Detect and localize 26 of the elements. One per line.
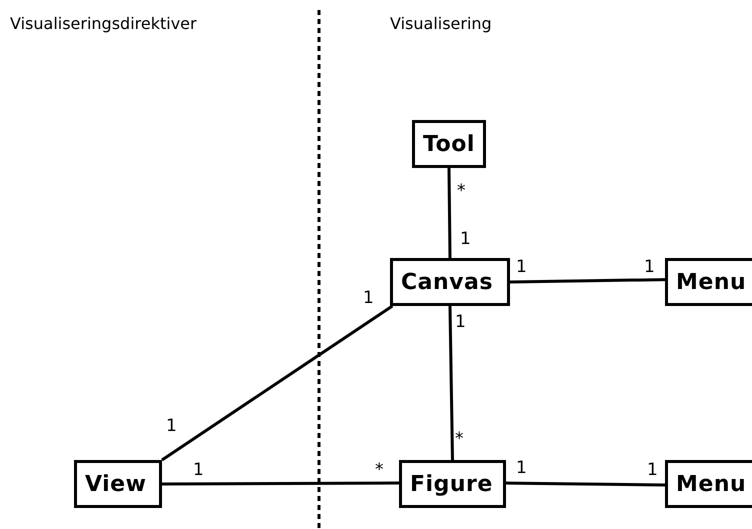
association-line (448, 306, 454, 460)
multiplicity-label: * (457, 183, 466, 200)
section-heading: Visualisering (390, 16, 492, 32)
association-line (161, 304, 394, 462)
class-box: Figure (399, 460, 506, 508)
multiplicity-label: 1 (363, 290, 374, 307)
class-box: Canvas (390, 258, 510, 306)
multiplicity-label: 1 (516, 259, 527, 276)
association-line (162, 482, 399, 486)
class-box: Tool (412, 120, 486, 168)
multiplicity-label: 1 (193, 462, 204, 479)
association-line (506, 482, 666, 486)
association-line (510, 278, 666, 284)
multiplicity-label: 1 (166, 418, 177, 435)
section-heading: Visualiseringsdirektiver (10, 16, 197, 32)
multiplicity-label: 1 (460, 231, 471, 248)
class-box: Menu (665, 258, 752, 306)
class-box: Menu (665, 460, 752, 508)
association-line (448, 168, 452, 258)
multiplicity-label: * (375, 462, 384, 479)
class-box: View (74, 460, 162, 508)
multiplicity-label: * (455, 431, 464, 448)
multiplicity-label: 1 (516, 460, 527, 477)
multiplicity-label: 1 (455, 314, 466, 331)
multiplicity-label: 1 (644, 259, 655, 276)
multiplicity-label: 1 (647, 462, 658, 479)
